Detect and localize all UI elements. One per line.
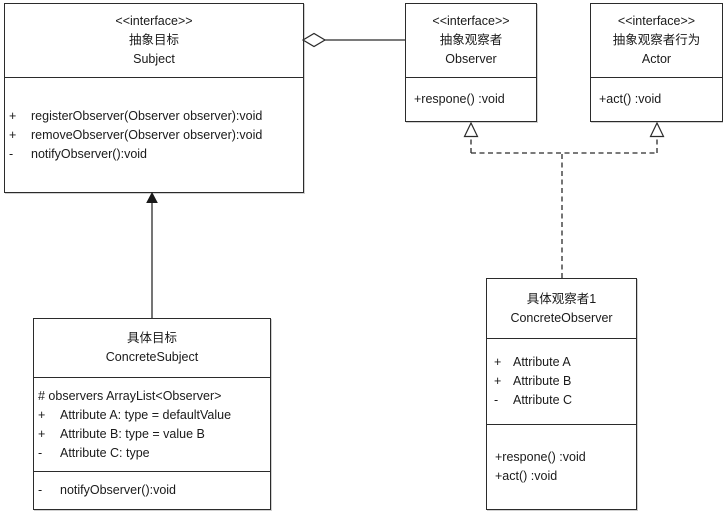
attributes-compartment: # observers ArrayList<Observer> + Attribu… [34, 378, 270, 472]
attribute-row: -Attribute C [494, 391, 636, 410]
attribute-text: Attribute C [513, 393, 573, 407]
attribute-text: Attribute B [513, 374, 572, 388]
class-box-subject: <<interface>> 抽象目标 Subject + registerObse… [4, 3, 304, 193]
realization-concreteobserver [463, 121, 665, 278]
class-name-cn: 具体目标 [126, 331, 177, 345]
attribute-row: + Attribute A [494, 353, 636, 372]
methods-compartment: +act() :void [591, 78, 722, 121]
class-box-actor: <<interface>> 抽象观察者行为 Actor +act() :void [590, 3, 723, 122]
visibility-marker: - [38, 445, 43, 460]
visibility-marker: + [494, 355, 502, 369]
class-name-cn: 抽象观察者行为 [612, 33, 701, 47]
method-row: +act() :void [495, 469, 558, 483]
class-box-concrete-subject: 具体目标 ConcreteSubject # observers ArrayLi… [33, 318, 271, 510]
visibility-marker: - [494, 393, 499, 407]
aggregation-diamond-icon [301, 32, 327, 48]
method-row: - notifyObserver():void [38, 481, 270, 500]
visibility-marker: + [494, 374, 502, 388]
hollow-triangle-icon [463, 121, 479, 138]
methods-compartment: +respone() :void [406, 78, 536, 121]
class-header: 具体观察者1 ConcreteObserver [487, 279, 636, 339]
visibility-marker: - [9, 146, 14, 161]
attribute-row: - Attribute C: type [38, 444, 270, 463]
class-header: <<interface>> 抽象观察者 Observer [406, 4, 536, 78]
class-name-en: Actor [641, 52, 672, 66]
attribute-text: Attribute A [513, 355, 571, 369]
class-box-concrete-observer: 具体观察者1 ConcreteObserver + Attribute A + At… [486, 278, 637, 510]
method-signature: notifyObserver():void [31, 146, 148, 161]
method-signature: notifyObserver():void [60, 483, 177, 497]
method-row: +act() :void [599, 92, 662, 106]
class-name-en: ConcreteSubject [105, 350, 199, 364]
class-box-observer: <<interface>> 抽象观察者 Observer +respone() … [405, 3, 537, 122]
attributes-compartment: + Attribute A + Attribute B -Attribute C [487, 339, 636, 425]
class-header: <<interface>> 抽象观察者行为 Actor [591, 4, 722, 78]
attribute-text: Attribute B: type = value B [60, 426, 205, 441]
method-signature: registerObserver(Observer observer):void [31, 108, 263, 123]
class-name-cn: 抽象目标 [128, 33, 179, 47]
method-row: + removeObserver(Observer observer):void [9, 126, 303, 145]
attribute-row: # observers ArrayList<Observer> [38, 388, 222, 403]
attribute-text: Attribute A: type = defaultValue [60, 407, 232, 422]
method-signature: removeObserver(Observer observer):void [31, 127, 263, 142]
method-row: +respone() :void [414, 92, 505, 106]
attribute-row: + Attribute B: type = value B [38, 425, 270, 444]
class-name-cn: 抽象观察者 [439, 33, 503, 47]
class-name-cn: 具体观察者1 [526, 291, 597, 306]
methods-compartment: +respone() :void +act() :void [487, 425, 636, 509]
visibility-marker: + [9, 127, 17, 142]
methods-compartment: + registerObserver(Observer observer):voi… [5, 78, 303, 192]
class-header: <<interface>> 抽象目标 Subject [5, 4, 303, 78]
method-row: - notifyObserver():void [9, 145, 303, 164]
methods-compartment: - notifyObserver():void [34, 472, 270, 509]
class-name-en: Observer [445, 52, 497, 66]
class-name-en: ConcreteObserver [510, 310, 613, 325]
class-stereotype: <<interface>> [115, 14, 193, 28]
class-header: 具体目标 ConcreteSubject [34, 319, 270, 378]
class-name-en: Subject [133, 52, 175, 66]
attribute-text: Attribute C: type [60, 445, 150, 460]
aggregation-subject-observer [301, 32, 405, 48]
attribute-row: + Attribute B [494, 372, 636, 391]
method-row: +respone() :void [495, 450, 586, 464]
attribute-row: + Attribute A: type = defaultValue [38, 406, 270, 425]
visibility-marker: + [38, 426, 46, 441]
generalization-concretesubject-subject [146, 191, 158, 318]
visibility-marker: + [38, 407, 46, 422]
visibility-marker: + [9, 108, 17, 123]
class-stereotype: <<interface>> [617, 14, 696, 28]
hollow-triangle-icon [649, 121, 665, 138]
method-row: + registerObserver(Observer observer):voi… [9, 107, 303, 126]
visibility-marker: - [38, 483, 43, 497]
class-stereotype: <<interface>> [432, 14, 510, 28]
arrowhead-icon [146, 191, 158, 203]
